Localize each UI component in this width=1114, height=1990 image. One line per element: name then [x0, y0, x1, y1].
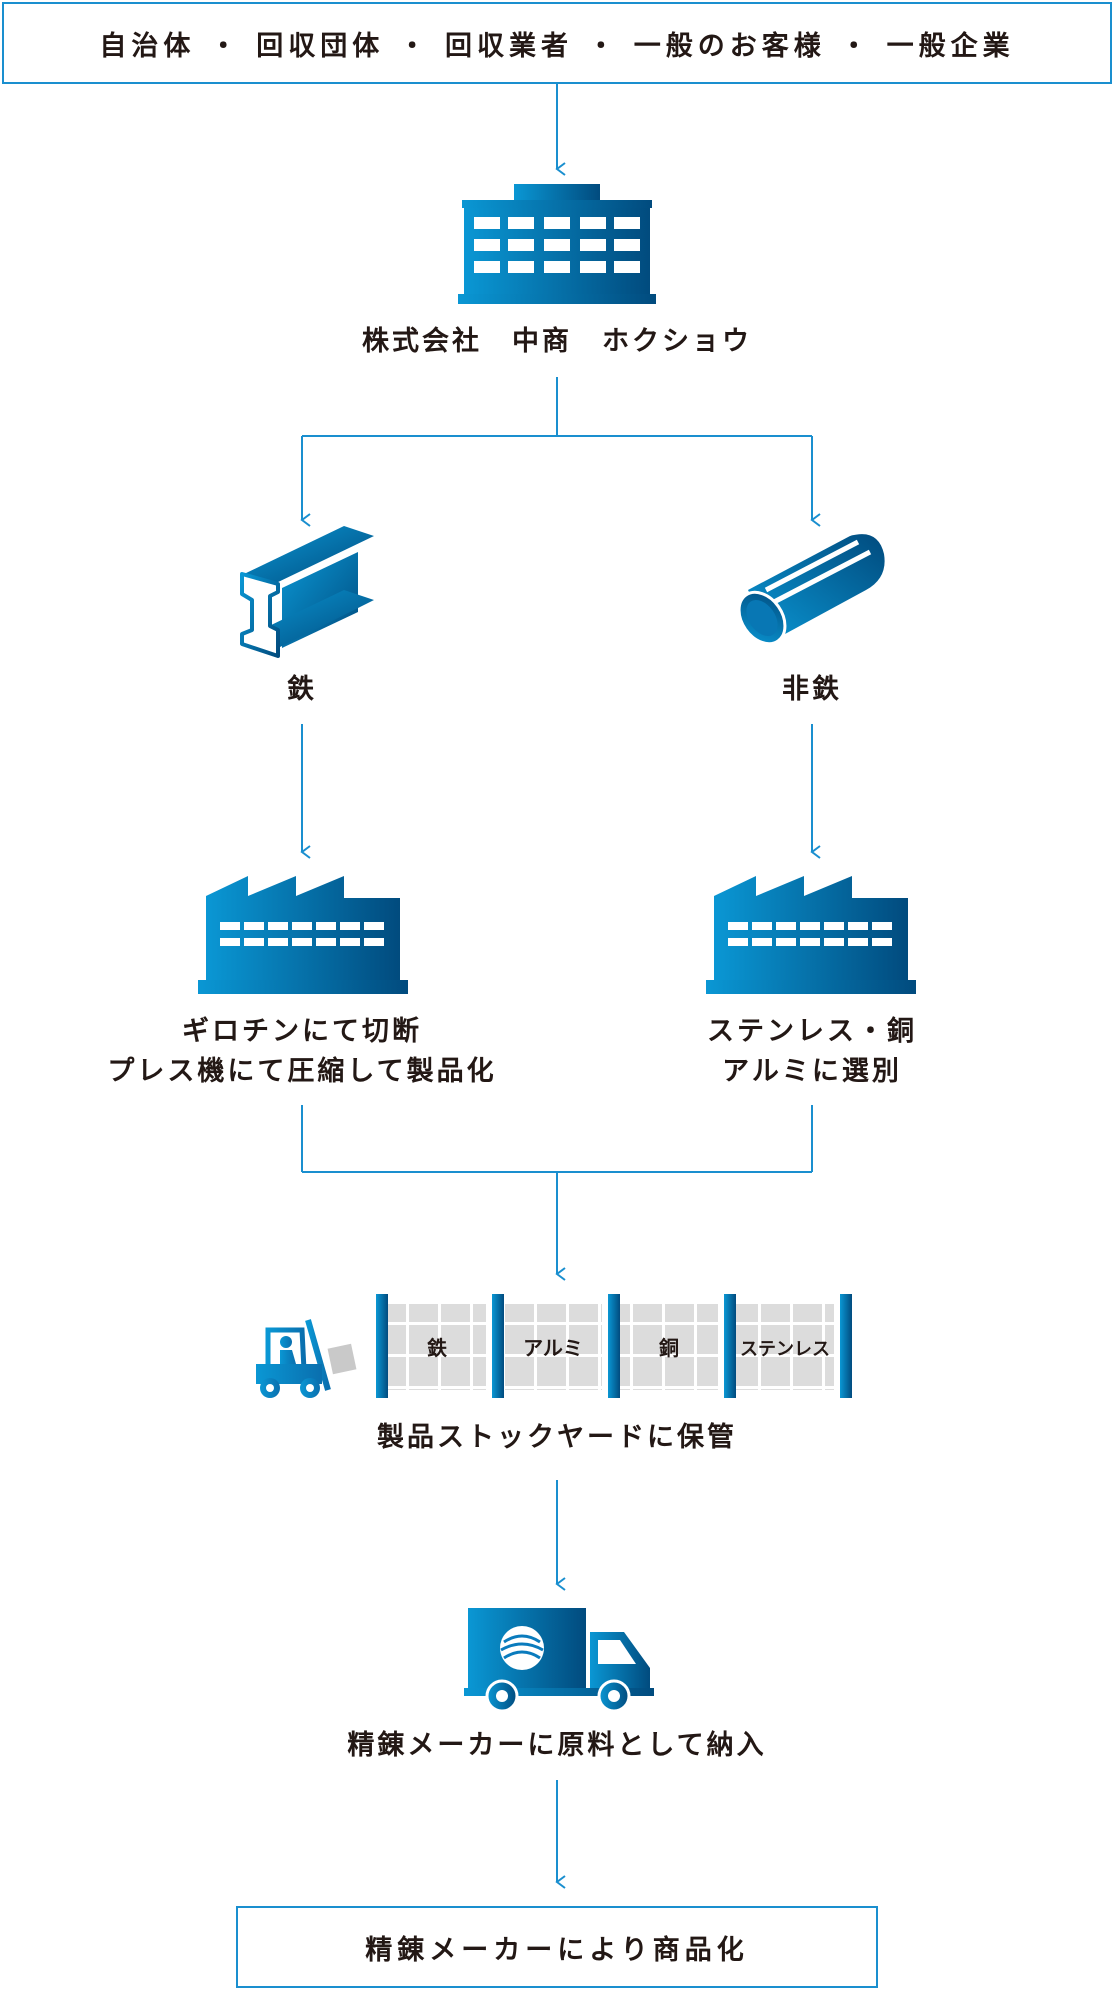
stockyard-caption: 製品ストックヤードに保管: [377, 1422, 737, 1453]
nonferrous-label: 非鉄: [782, 674, 842, 705]
metal-pipe-icon: [738, 534, 885, 646]
delivery-truck-icon: [464, 1608, 654, 1713]
nonferrous-process-label: ステンレス・銅 アルミに選別: [612, 1012, 1012, 1092]
shelf-bay: [388, 1304, 486, 1390]
bay-label-stainless: ステンレス: [740, 1339, 830, 1360]
steel-i-beam-icon: [240, 526, 374, 658]
company-name: 株式会社 中商 ホクショウ: [362, 326, 752, 357]
bay-label-iron: 鉄: [427, 1336, 447, 1360]
shelf-post: [724, 1294, 736, 1398]
shelf-post: [608, 1294, 620, 1398]
office-building-icon: [458, 184, 656, 304]
factory-icon: [198, 876, 408, 994]
final-text: 精錬メーカーにより商品化: [365, 1934, 749, 1966]
ferrous-label: 鉄: [287, 674, 317, 705]
shelf-bay: [736, 1304, 834, 1390]
final-box: 精錬メーカーにより商品化: [236, 1906, 878, 1988]
ferrous-process-line-1: ギロチンにて切断: [182, 1016, 422, 1047]
nonferrous-process-line-2: アルミに選別: [722, 1056, 902, 1087]
bay-label-copper: 銅: [659, 1336, 679, 1360]
shelf-post: [840, 1294, 852, 1398]
shelf-post: [376, 1294, 388, 1398]
bay-label-aluminum: アルミ: [523, 1336, 583, 1360]
stockyard-shelves: 鉄 アルミ 銅 ステンレス: [376, 1294, 852, 1398]
factory-icon: [706, 876, 916, 994]
shelf-bay: [504, 1304, 602, 1390]
shelf-post: [492, 1294, 504, 1398]
nonferrous-process-line-1: ステンレス・銅: [707, 1016, 917, 1047]
delivery-caption: 精錬メーカーに原料として納入: [347, 1730, 767, 1761]
sources-box: 自治体 ・ 回収団体 ・ 回収業者 ・ 一般のお客様 ・ 一般企業: [2, 2, 1112, 84]
forklift-icon: [256, 1319, 357, 1398]
sources-text: 自治体 ・ 回収団体 ・ 回収業者 ・ 一般のお客様 ・ 一般企業: [99, 30, 1015, 62]
ferrous-process-line-2: プレス機にて圧縮して製品化: [107, 1056, 497, 1087]
ferrous-process-label: ギロチンにて切断 プレス機にて圧縮して製品化: [52, 1012, 552, 1092]
shelf-bay: [620, 1304, 718, 1390]
